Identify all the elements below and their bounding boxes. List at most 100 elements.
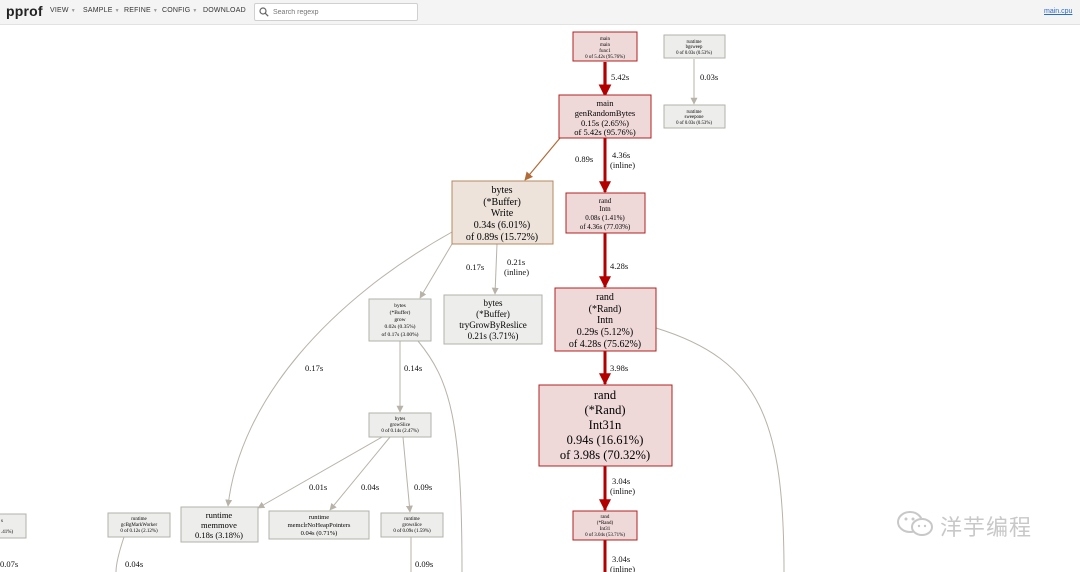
svg-text:(inline): (inline) [610, 486, 635, 496]
profile-file-link[interactable]: main.cpu [1044, 8, 1073, 15]
node-runtime-memclrnoheappointers[interactable]: runtime memclrNoHeapPointers 0.04s (0.71… [268, 510, 370, 540]
svg-text:0 of 0.12s (2.12%): 0 of 0.12s (2.12%) [120, 529, 158, 534]
node-left-partial[interactable]: s .41%) [0, 513, 27, 539]
svg-text:(inline): (inline) [610, 160, 635, 170]
node-runtime-sweepone[interactable]: runtime sweepone 0 of 0.03s (0.53%) [663, 104, 726, 129]
svg-text:4.36s: 4.36s [612, 150, 630, 160]
chevron-down-icon: ▼ [114, 8, 120, 14]
edge-left-partial: 0.07s [0, 559, 18, 569]
svg-text:runtime: runtime [687, 40, 702, 45]
svg-text:genRandomBytes: genRandomBytes [575, 108, 635, 118]
svg-text:sweepone: sweepone [685, 115, 704, 120]
edge-write-grow[interactable]: 0.17s [419, 243, 484, 299]
menu-sample[interactable]: SAMPLE▼ [83, 7, 120, 14]
svg-text:0.89s: 0.89s [575, 154, 593, 164]
svg-text:rand: rand [601, 515, 610, 520]
svg-text:0 of 0.03s (0.53%): 0 of 0.03s (0.53%) [676, 51, 712, 56]
svg-text:0.02s (0.35%): 0.02s (0.35%) [384, 323, 415, 330]
node-rand-intn[interactable]: rand Intn 0.08s (1.41%) of 4.36s (77.03%… [565, 192, 646, 234]
chevron-down-icon: ▼ [192, 8, 198, 14]
node-runtime-bgsweep[interactable]: runtime bgsweep 0 of 0.03s (0.53%) [663, 34, 726, 59]
edge-write-trygrowbyreslice[interactable]: 0.21s (inline) [491, 243, 529, 295]
node-runtime-growslice[interactable]: runtime growslice 0 of 0.09s (1.59%) [380, 512, 444, 538]
menu-download[interactable]: DOWNLOAD [203, 7, 246, 14]
svg-text:(*Buffer): (*Buffer) [390, 309, 411, 316]
edge-genrandombytes-write[interactable]: 0.89s [524, 137, 593, 181]
node-main-genrandombytes[interactable]: main genRandomBytes 0.15s (2.65%) of 5.4… [558, 94, 652, 139]
svg-text:(*Rand): (*Rand) [585, 403, 626, 417]
svg-text:0.07s: 0.07s [0, 559, 18, 569]
edge-main-genrandombytes[interactable]: 5.42s [598, 62, 629, 98]
svg-text:0 of 0.03s (0.53%): 0 of 0.03s (0.53%) [676, 121, 712, 126]
node-bytes-growslice[interactable]: bytes growSlice 0 of 0.14s (2.47%) [368, 412, 432, 438]
svg-text:3.98s: 3.98s [610, 363, 628, 373]
svg-text:Intn: Intn [599, 205, 611, 213]
svg-text:0.94s (16.61%): 0.94s (16.61%) [567, 433, 644, 447]
svg-text:bytes: bytes [491, 185, 512, 196]
svg-text:runtime: runtime [404, 517, 420, 522]
app-title[interactable]: pprof [6, 3, 43, 19]
svg-text:main: main [600, 43, 610, 48]
svg-text:(inline): (inline) [504, 267, 529, 277]
edge-randintn-int31n[interactable]: 3.98s [599, 351, 628, 386]
edge-int31n-int31[interactable]: 3.04s (inline) [599, 466, 635, 512]
svg-text:0.17s: 0.17s [305, 363, 323, 373]
edge-grow-growslice[interactable]: 0.14s [396, 341, 422, 413]
svg-text:5.42s: 5.42s [611, 72, 629, 82]
svg-text:s: s [1, 519, 3, 524]
svg-text:runtime: runtime [206, 510, 233, 520]
svg-text:3.04s: 3.04s [612, 476, 630, 486]
node-bytes-buffer-write[interactable]: bytes (*Buffer) Write 0.34s (6.01%) of 0… [451, 180, 554, 245]
svg-text:Int31: Int31 [600, 527, 611, 532]
svg-text:3.04s: 3.04s [612, 554, 630, 564]
svg-text:.41%): .41%) [1, 530, 13, 535]
svg-text:growSlice: growSlice [390, 423, 411, 428]
svg-text:main: main [600, 37, 610, 42]
node-rand-rand-intn[interactable]: rand (*Rand) Intn 0.29s (5.12%) of 4.28s… [554, 287, 657, 352]
svg-text:0.15s (2.65%): 0.15s (2.65%) [581, 118, 629, 128]
edge-genrandombytes-intn[interactable]: 4.36s (inline) [599, 138, 635, 194]
node-main-func1[interactable]: main main func1 0 of 5.42s (95.76%) [572, 31, 638, 62]
svg-text:bytes: bytes [395, 417, 406, 422]
svg-text:(*Rand): (*Rand) [589, 304, 622, 315]
svg-text:gcBgMarkWorker: gcBgMarkWorker [121, 523, 158, 528]
svg-text:(*Buffer): (*Buffer) [483, 197, 521, 208]
svg-text:of 4.28s (75.62%): of 4.28s (75.62%) [569, 339, 641, 350]
top-toolbar: pprof VIEW▼ SAMPLE▼ REFINE▼ CONFIG▼ DOWN… [0, 0, 1080, 25]
svg-text:(*Buffer): (*Buffer) [476, 309, 510, 319]
svg-text:main: main [597, 98, 615, 108]
edge-growslice-rtgrowslice[interactable]: 0.09s [402, 436, 432, 513]
node-rand-rand-int31n[interactable]: rand (*Rand) Int31n 0.94s (16.61%) of 3.… [538, 384, 673, 467]
search-input[interactable] [271, 5, 415, 19]
svg-text:0.21s (3.71%): 0.21s (3.71%) [468, 331, 519, 341]
search-box [254, 3, 418, 21]
svg-text:grow: grow [394, 317, 405, 323]
svg-text:bytes: bytes [394, 303, 406, 309]
node-runtime-gcbgmarkworker[interactable]: runtime gcBgMarkWorker 0 of 0.12s (2.12%… [107, 512, 171, 538]
edge-growslice-memclr[interactable]: 0.04s [329, 436, 391, 511]
svg-text:bgsweep: bgsweep [686, 45, 703, 50]
svg-text:tryGrowByReslice: tryGrowByReslice [459, 320, 527, 330]
edge-bgsweep-sweepone[interactable]: 0.03s [690, 59, 718, 105]
svg-text:0 of 0.09s (1.59%): 0 of 0.09s (1.59%) [393, 529, 431, 534]
svg-text:memclrNoHeapPointers: memclrNoHeapPointers [288, 522, 351, 529]
edge-write-memmove[interactable]: 0.17s [225, 231, 453, 507]
svg-text:memmove: memmove [201, 520, 237, 530]
menu-config[interactable]: CONFIG▼ [162, 7, 198, 14]
menu-refine[interactable]: REFINE▼ [124, 7, 159, 14]
svg-text:0.18s (3.18%): 0.18s (3.18%) [195, 530, 243, 540]
svg-text:0.21s: 0.21s [507, 257, 525, 267]
edge-intn-randintn[interactable]: 4.28s [599, 233, 628, 289]
node-bytes-buffer-grow[interactable]: bytes (*Buffer) grow 0.02s (0.35%) of 0.… [368, 298, 432, 342]
svg-text:0.01s: 0.01s [309, 482, 327, 492]
svg-text:0 of 5.42s (95.76%): 0 of 5.42s (95.76%) [585, 55, 625, 60]
svg-text:of 5.42s (95.76%): of 5.42s (95.76%) [574, 127, 636, 137]
node-rand-rand-int31[interactable]: rand (*Rand) Int31 0 of 3.04s (53.71%) [572, 510, 638, 541]
svg-text:0.04s: 0.04s [125, 559, 143, 569]
menu-view[interactable]: VIEW▼ [50, 7, 76, 14]
svg-text:of 0.17s (3.00%): of 0.17s (3.00%) [382, 331, 419, 338]
node-runtime-memmove[interactable]: runtime memmove 0.18s (3.18%) [180, 506, 259, 543]
svg-text:growslice: growslice [402, 523, 422, 528]
node-bytes-buffer-trygrowbyreslice[interactable]: bytes (*Buffer) tryGrowByReslice 0.21s (… [443, 294, 543, 345]
edge-growslice-memmove[interactable]: 0.01s [257, 436, 383, 509]
